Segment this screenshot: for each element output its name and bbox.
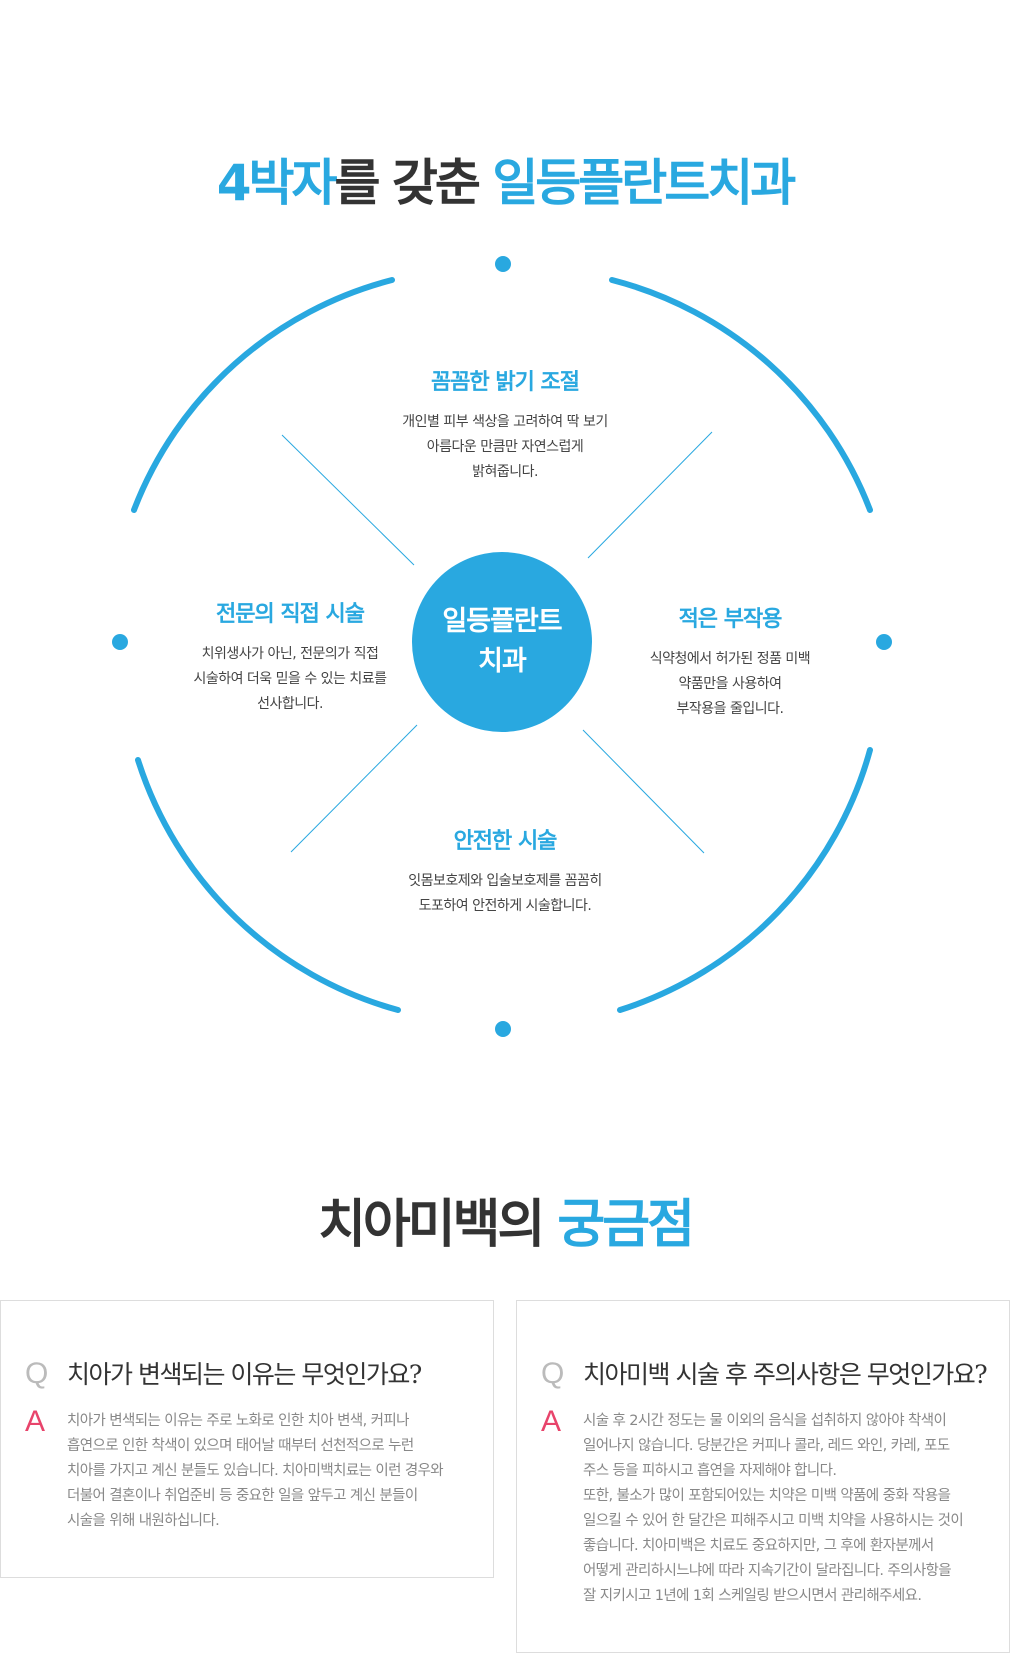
ring-dot-top	[495, 256, 511, 272]
section2-title: 치아미백의 궁금점	[0, 1182, 1010, 1257]
title-connector: 를 갖춘	[334, 154, 493, 212]
feature-title: 적은 부작용	[678, 607, 783, 632]
center-circle: 일등플란트 치과	[412, 552, 592, 732]
feature-safe-procedure: 안전한 시술 잇몸보호제와 입술보호제를 꼼꼼히 도포하여 안전하게 시술합니다…	[365, 823, 645, 919]
question-mark-icon: Q	[541, 1357, 565, 1390]
ring-dot-left	[112, 634, 128, 650]
four-beat-diagram: 일등플란트 치과 꼼꼼한 밝기 조절 개인별 피부 색상을 고려하여 딱 보기 …	[0, 240, 1010, 1040]
diagonal-bottom-left	[290, 724, 418, 853]
diagram-ring	[112, 256, 892, 1037]
faq-question: 치아가 변색되는 이유는 무엇인가요?	[67, 1360, 422, 1389]
title-clinic-name: 일등플란트치과	[492, 154, 796, 212]
question-mark-icon: Q	[25, 1357, 49, 1390]
feature-few-side-effects: 적은 부작용 식약청에서 허가된 정품 미백 약품만을 사용하여 부작용을 줄입…	[600, 601, 860, 722]
title-highlight-4beat: 4박자	[216, 154, 338, 212]
feature-desc: 잇몸보호제와 입술보호제를 꼼꼼히 도포하여 안전하게 시술합니다.	[408, 873, 602, 914]
feature-title: 전문의 직접 시술	[216, 602, 365, 627]
center-label: 일등플란트 치과	[442, 606, 562, 677]
diagonal-top-right	[587, 431, 713, 559]
faq-answer: 시술 후 2시간 정도는 물 이외의 음식을 섭취하지 않아야 착색이 일어나지…	[583, 1413, 964, 1604]
title-questions: 궁금점	[557, 1195, 695, 1255]
diagonal-bottom-right	[582, 729, 705, 854]
ring-dot-bottom	[495, 1021, 511, 1037]
ring-arc-top-left	[131, 277, 395, 513]
faq-question: 치아미백 시술 후 주의사항은 무엇인가요?	[583, 1360, 988, 1389]
faq-card-precautions: Q 치아미백 시술 후 주의사항은 무엇인가요? A 시술 후 2시간 정도는 …	[516, 1300, 1010, 1653]
feature-title: 꼼꼼한 밝기 조절	[431, 370, 580, 395]
feature-title: 안전한 시술	[453, 829, 558, 854]
answer-mark-icon: A	[25, 1405, 46, 1438]
feature-desc: 개인별 피부 색상을 고려하여 딱 보기 아름다운 만큼만 자연스럽게 밝혀줍니…	[402, 414, 608, 480]
feature-desc: 식약청에서 허가된 정품 미백 약품만을 사용하여 부작용을 줄입니다.	[649, 651, 811, 717]
ring-arc-top-right	[609, 277, 873, 513]
feature-specialist: 전문의 직접 시술 치위생사가 아닌, 전문의가 직접 시술하여 더욱 믿을 수…	[160, 596, 420, 717]
faq-answer: 치아가 변색되는 이유는 주로 노화로 인한 치아 변색, 커피나 흡연으로 인…	[67, 1413, 444, 1529]
ring-arc-bottom-left	[135, 757, 401, 1013]
faq-card-discoloration: Q 치아가 변색되는 이유는 무엇인가요? A 치아가 변색되는 이유는 주로 …	[0, 1300, 494, 1578]
title-whitening: 치아미백의	[318, 1195, 558, 1255]
answer-mark-icon: A	[541, 1405, 562, 1438]
feature-brightness: 꼼꼼한 밝기 조절 개인별 피부 색상을 고려하여 딱 보기 아름다운 만큼만 …	[365, 364, 645, 485]
feature-desc: 치위생사가 아닌, 전문의가 직접 시술하여 더욱 믿을 수 있는 치료를 선사…	[193, 646, 387, 712]
diagonal-top-left	[281, 434, 415, 566]
ring-arc-bottom-right	[617, 747, 873, 1013]
ring-dot-right	[876, 634, 892, 650]
section1-title: 4박자를 갖춘 일등플란트치과	[0, 143, 1010, 215]
